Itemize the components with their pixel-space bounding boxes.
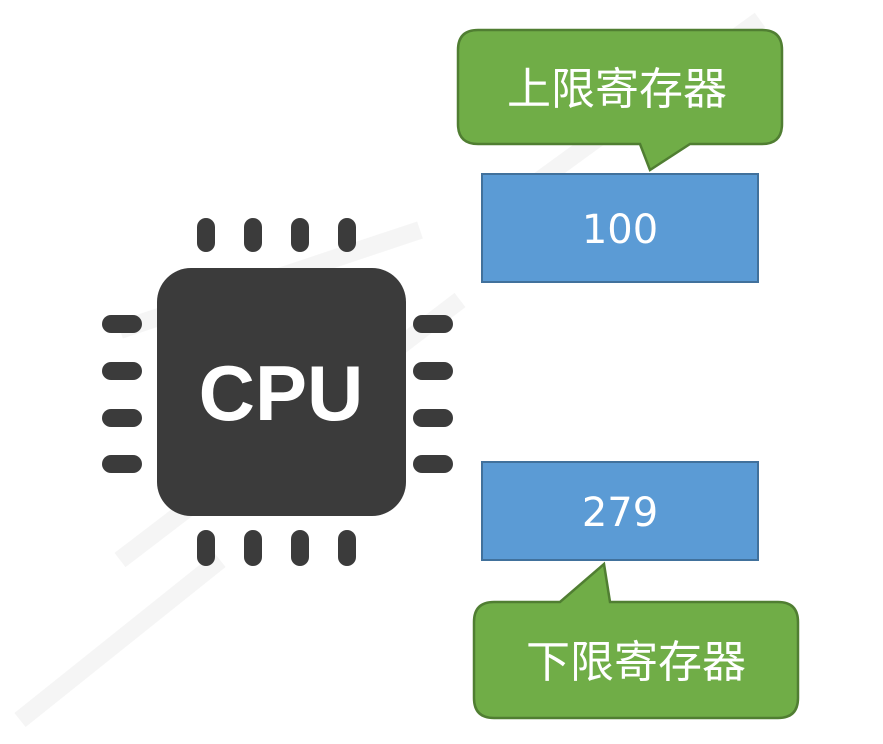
lower-register-rect bbox=[481, 461, 759, 561]
upper-register-rect bbox=[481, 173, 759, 283]
cpu-left-pins bbox=[102, 315, 142, 473]
cpu-right-pins bbox=[413, 315, 453, 473]
upper-register-box: 100 bbox=[481, 173, 759, 283]
upper-register-callout: 上限寄存器 bbox=[456, 28, 784, 172]
cpu-top-pins bbox=[197, 218, 356, 252]
lower-register-box: 279 bbox=[481, 461, 759, 561]
upper-callout-bubble bbox=[456, 28, 784, 172]
cpu-label: CPU bbox=[199, 349, 364, 437]
cpu-bottom-pins bbox=[197, 530, 356, 566]
cpu-chip-icon: CPU bbox=[102, 218, 453, 566]
lower-callout-label: 下限寄存器 bbox=[526, 637, 746, 688]
lower-callout-bubble bbox=[472, 561, 800, 720]
lower-register-value: 279 bbox=[582, 490, 658, 536]
upper-callout-label: 上限寄存器 bbox=[507, 64, 727, 115]
upper-register-value: 100 bbox=[582, 207, 658, 253]
lower-register-callout: 下限寄存器 bbox=[472, 561, 800, 720]
cpu-chip-body bbox=[157, 268, 406, 516]
